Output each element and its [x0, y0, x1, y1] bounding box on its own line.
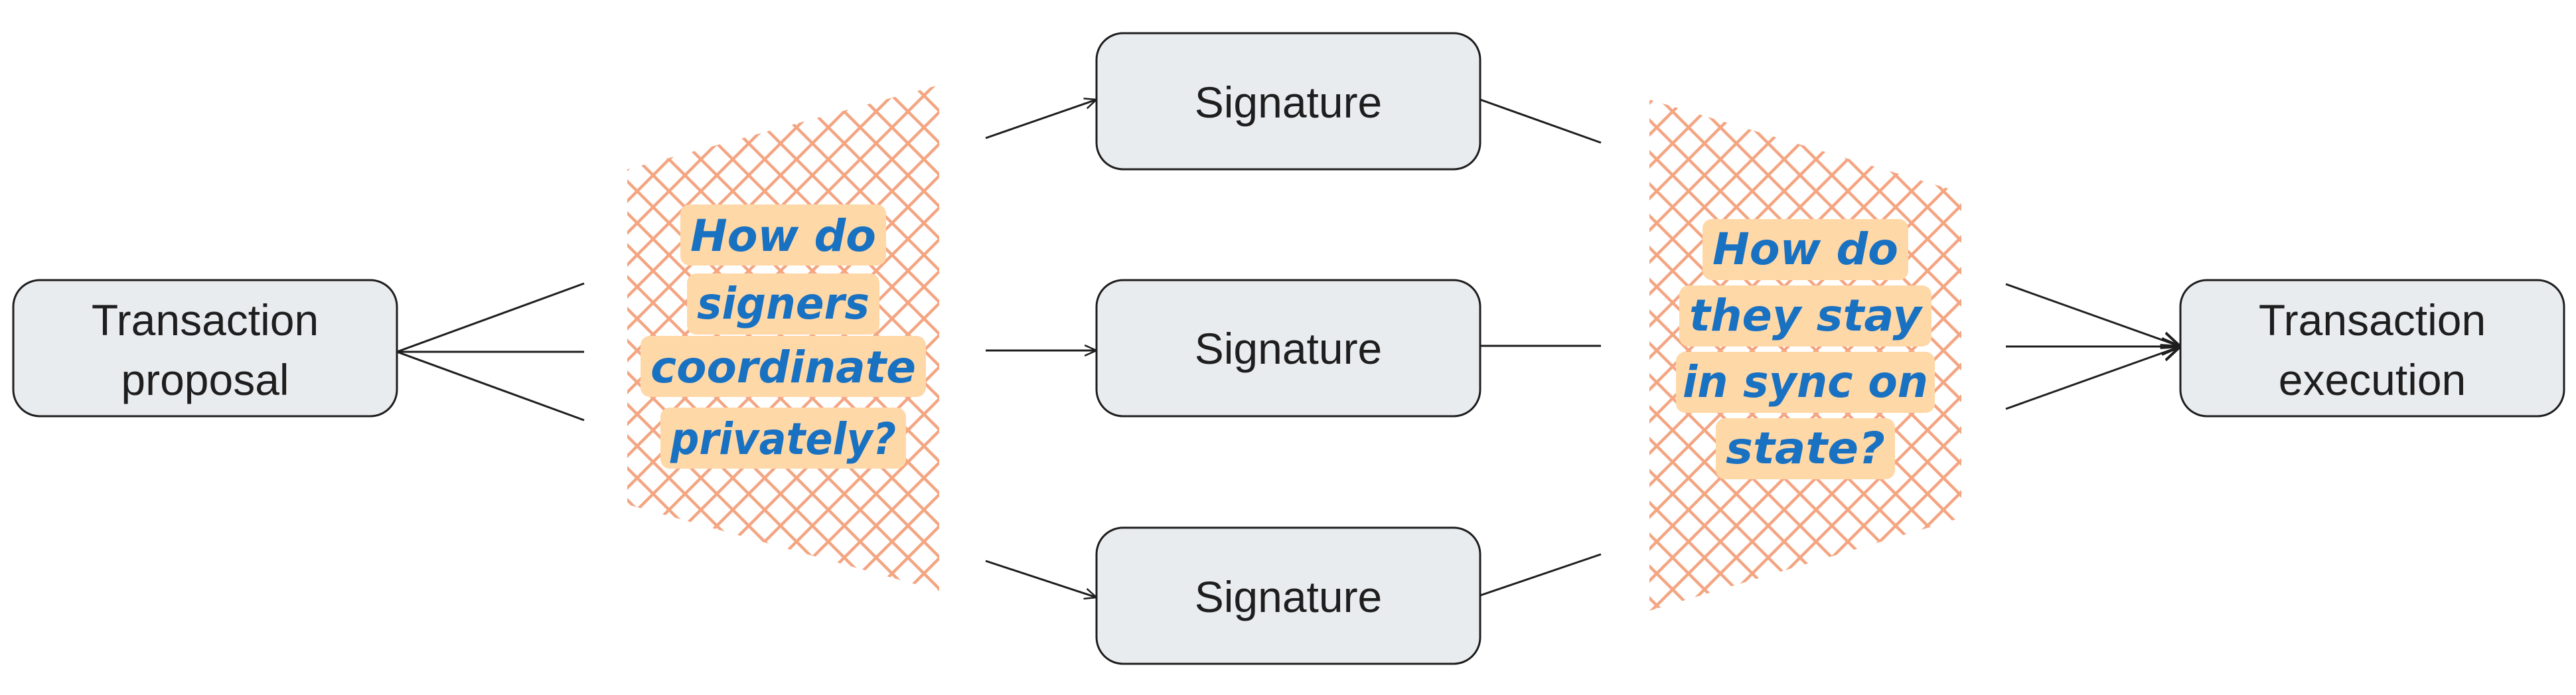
- question-sync: How do they stay in sync on state?: [1676, 219, 1935, 479]
- question-coordinate-highlight-1: [680, 204, 886, 266]
- execution-input-arrows: [2005, 283, 2180, 410]
- question-coordinate-highlight-2: [687, 273, 879, 335]
- node-transaction-execution-line2: execution: [2279, 355, 2466, 404]
- question-coordinate: How do signers coordinate privately?: [641, 204, 926, 469]
- question-sync-highlight-3: [1676, 352, 1935, 413]
- node-signature-top: Signature: [1095, 32, 1481, 171]
- node-signature-middle: Signature: [1095, 279, 1481, 418]
- node-transaction-execution-line1: Transaction: [2259, 295, 2486, 345]
- question-sync-highlight-4: [1716, 418, 1895, 479]
- node-signature-bottom: Signature: [1095, 526, 1481, 665]
- question-sync-highlight-1: [1703, 219, 1908, 280]
- node-signature-bottom-label: Signature: [1195, 572, 1383, 621]
- node-transaction-proposal-line2: proposal: [121, 355, 289, 404]
- node-signature-top-label: Signature: [1195, 78, 1383, 127]
- question-coordinate-line-3: coordinate: [650, 342, 916, 393]
- question-sync-highlight-2: [1679, 285, 1932, 347]
- node-transaction-proposal-line1: Transaction: [92, 295, 319, 345]
- question-sync-line-3: in sync on: [1683, 356, 1928, 408]
- question-sync-line-2: they stay: [1689, 290, 1924, 341]
- question-coordinate-highlight-4: [660, 408, 906, 469]
- signature-output-lines: [1479, 98, 1602, 597]
- node-signature-middle-label: Signature: [1195, 324, 1383, 373]
- question-coordinate-line-1: How do: [690, 210, 876, 262]
- question-sync-line-1: How do: [1712, 224, 1898, 275]
- node-transaction-execution: Transaction execution: [2179, 279, 2565, 418]
- node-transaction-proposal: Transaction proposal: [12, 279, 398, 418]
- question-coordinate-highlight-3: [641, 336, 926, 397]
- question-coordinate-line-2: signers: [697, 278, 870, 329]
- question-coordinate-line-4: privately?: [670, 414, 896, 465]
- question-sync-line-4: state?: [1726, 423, 1885, 474]
- proposal-fanout-lines: [396, 282, 585, 422]
- signature-input-arrows: [985, 100, 1097, 597]
